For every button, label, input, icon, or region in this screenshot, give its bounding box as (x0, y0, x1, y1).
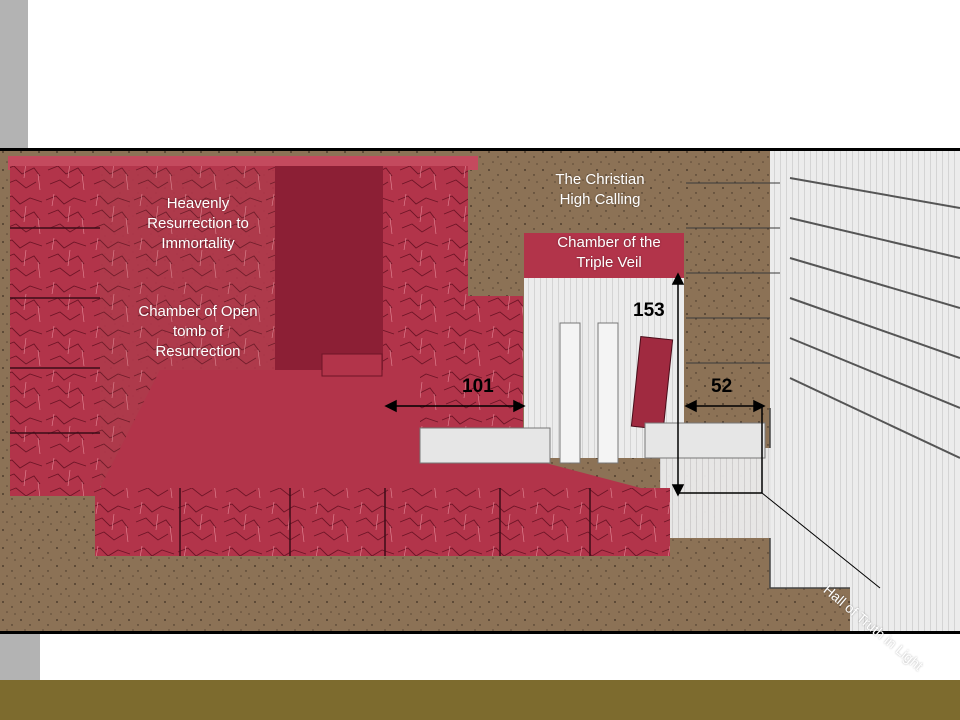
pyramid-chamber-diagram (0, 148, 960, 634)
triple-veil-chamber (419, 233, 766, 464)
leader-lines (686, 182, 780, 364)
footer-bar (0, 680, 960, 720)
dimension-101: 101 (462, 376, 494, 397)
dimension-52: 52 (711, 376, 733, 397)
left-accent-bar-lower (0, 632, 40, 680)
dimension-153: 153 (633, 300, 665, 321)
label-high-calling: The Christian High Calling (555, 171, 645, 208)
dimension-lines (384, 272, 766, 497)
hall-pointer-line (761, 492, 881, 589)
label-open-tomb: Chamber of Open tomb of Resurrection (138, 303, 258, 360)
label-triple-veil: Chamber of the Triple Veil (557, 234, 661, 271)
left-accent-bar (0, 0, 28, 148)
kings-chamber (8, 156, 670, 556)
label-heavenly: Heavenly Resurrection to Immortality (147, 195, 249, 252)
diagram-frame (0, 148, 960, 634)
